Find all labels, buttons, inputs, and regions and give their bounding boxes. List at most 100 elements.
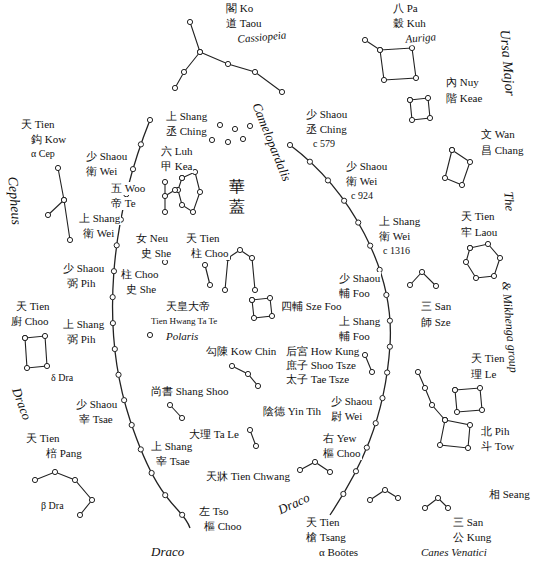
asterism-line (252, 298, 272, 318)
star-label: 少 Shaou (305, 108, 348, 121)
star-dot (255, 383, 260, 388)
star-label: 北 Pih (480, 425, 510, 438)
star-dot (356, 220, 361, 225)
star-dot (465, 445, 470, 450)
asterism-line (35, 472, 92, 515)
constellation-name: Draco (8, 385, 34, 423)
star-dot (467, 245, 472, 250)
star-label: 階 Keae (445, 92, 483, 105)
star-dot (427, 115, 432, 120)
constellation-name: Cassiopeia (236, 29, 288, 46)
star-dot (395, 495, 400, 500)
asterism-line (48, 200, 64, 215)
star-dot (442, 175, 447, 180)
star-label: 右 Yew (322, 432, 357, 445)
star-dot (429, 402, 434, 407)
star-dot (190, 209, 195, 214)
star-label: 樞 Choo (322, 447, 362, 460)
star-label: 少 Shaou (338, 272, 381, 285)
star-label: 衛 Wei (82, 227, 115, 240)
star-dot (172, 187, 177, 192)
star-dot (162, 209, 167, 214)
star-dot (207, 282, 212, 287)
star-label: 勾陳 Kow Chin (205, 345, 277, 358)
star-label: 女 Neu (135, 232, 169, 245)
star-dot (245, 371, 250, 376)
star-dot (452, 387, 457, 392)
star-dot (407, 97, 412, 102)
star-dot (167, 402, 172, 407)
star-dot (477, 385, 482, 390)
star-label: 柱 Choo (120, 268, 160, 281)
star-label: 廚 Choo (10, 315, 50, 328)
star-label: 甲 Kea (160, 160, 193, 173)
star-label: 天 Tien (305, 516, 341, 529)
star-dot (287, 142, 292, 147)
star-label: 天 Tien (470, 352, 506, 365)
constellation-name: Cepheus (4, 175, 24, 226)
star-dot (467, 159, 472, 164)
star-dot (269, 313, 274, 318)
star-dot (61, 197, 66, 202)
star-dot (387, 318, 392, 323)
asterism-line (25, 336, 47, 368)
star-dot (217, 122, 222, 127)
star-dot (387, 344, 392, 349)
star-label: 內 Nuy (445, 76, 480, 89)
star-label: 牢 Laou (460, 226, 498, 239)
star-dot (24, 365, 29, 370)
star-dot (110, 321, 115, 326)
star-label: 天 Tien (25, 432, 61, 445)
star-label: 丞 Ching (165, 125, 208, 138)
star-label: 弼 Pih (66, 277, 96, 290)
star-label: 斗 Tow (480, 440, 515, 453)
star-dot (147, 117, 152, 122)
star-label: Tien Hwang Ta Te (150, 316, 218, 326)
star-dot (463, 259, 468, 264)
star-dot (409, 45, 414, 50)
star-dot (442, 417, 447, 422)
star-label: 四輔 Sze Foo (280, 300, 343, 313)
star-dot (362, 352, 367, 357)
star-label: c 924 (350, 190, 374, 202)
star-dot (110, 295, 115, 300)
star-dot (162, 179, 167, 184)
star-label: 天 Tien (20, 118, 56, 131)
star-dot (240, 136, 245, 141)
star-dot (381, 77, 386, 82)
star-dot (382, 487, 387, 492)
star-dot (209, 137, 214, 142)
star-dot (172, 85, 177, 90)
asterism-line (418, 372, 445, 420)
star-dot (187, 19, 192, 24)
star-dot (384, 292, 389, 297)
constellation-name: Draco (275, 490, 313, 518)
star-dot (252, 287, 257, 292)
star-label: 庶子 Shoo Tsze (285, 359, 357, 372)
star-dot (252, 69, 257, 74)
constellation-name: Auriga (404, 30, 438, 45)
star-label: 尚書 Shang Shoo (150, 385, 230, 398)
star-label: 三 San (420, 300, 452, 313)
star-dot (380, 395, 385, 400)
star-label: 天皇大帝 (165, 300, 211, 313)
star-dot (353, 469, 358, 474)
star-label: δ Dra (50, 372, 74, 384)
star-dot (130, 167, 135, 172)
star-label: 天牀 Tien Chwang (205, 470, 291, 483)
star-dot (114, 243, 119, 248)
star-label: 輔 Foo (338, 330, 371, 343)
asterism-line (200, 52, 282, 92)
star-dot (422, 385, 427, 390)
asterism-line (466, 244, 500, 278)
constellation-name: Canes Venatici (420, 546, 488, 559)
star-label: 上 Shang (338, 315, 381, 328)
star-label: α Boötes (318, 546, 359, 559)
star-dot (485, 241, 490, 246)
star-dot (162, 193, 167, 198)
star-dot (179, 175, 184, 180)
star-dot (377, 47, 382, 52)
star-label: 師 Sze (420, 316, 452, 329)
